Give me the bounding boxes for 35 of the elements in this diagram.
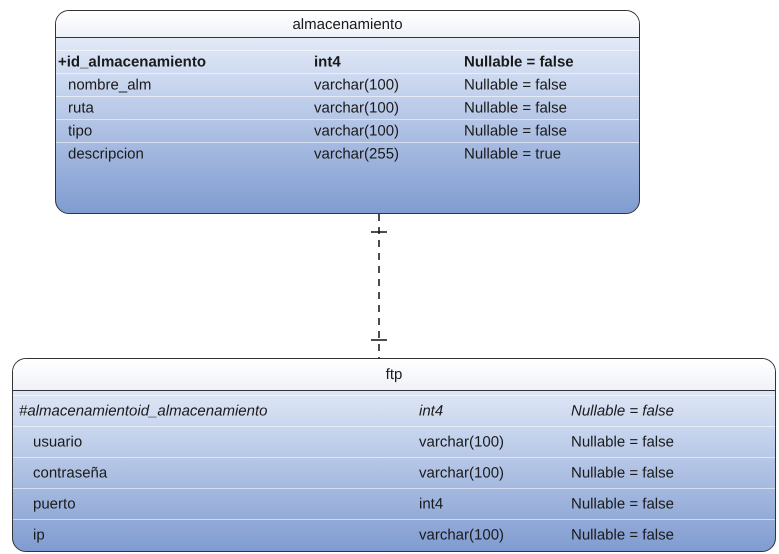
column-name: descripcion (68, 146, 144, 162)
column-type: varchar(100) (314, 122, 400, 140)
column-type: int4 (314, 54, 341, 70)
column-type: varchar(100) (314, 100, 400, 116)
table-title: almacenamiento (292, 16, 403, 32)
column-nullability: Nullable = false (464, 122, 567, 140)
relationship-line (370, 214, 388, 358)
column-type: varchar(255) (314, 146, 400, 162)
column-nullability: Nullable = false (571, 464, 674, 482)
table-title: ftp (386, 366, 402, 383)
entity-table (12, 358, 776, 552)
column-name: ruta (68, 100, 94, 116)
column-nullability: Nullable = false (571, 496, 674, 512)
column-nullability: Nullable = false (571, 434, 674, 450)
column-name: ip (33, 526, 45, 544)
column-nullability: Nullable = false (464, 100, 567, 116)
column-name: #almacenamientoid_almacenamiento (19, 402, 268, 420)
column-name: +id_almacenamiento (58, 54, 206, 70)
column-type: varchar(100) (314, 76, 400, 94)
column-type: varchar(100) (419, 464, 504, 482)
column-nullability: Nullable = false (571, 526, 674, 544)
column-name: usuario (33, 434, 82, 450)
column-type: varchar(100) (419, 434, 504, 450)
column-type: int4 (419, 402, 444, 420)
column-type: varchar(100) (419, 526, 504, 544)
column-nullability: Nullable = false (464, 76, 567, 94)
column-name: nombre_alm (68, 76, 152, 94)
column-type: int4 (419, 496, 444, 512)
column-name: puerto (33, 496, 76, 512)
column-name: contraseña (33, 464, 108, 482)
column-nullability: Nullable = false (464, 54, 574, 70)
column-nullability: Nullable = true (464, 146, 562, 162)
entity-table (55, 10, 640, 214)
column-nullability: Nullable = false (571, 402, 674, 420)
column-name: tipo (68, 122, 92, 140)
